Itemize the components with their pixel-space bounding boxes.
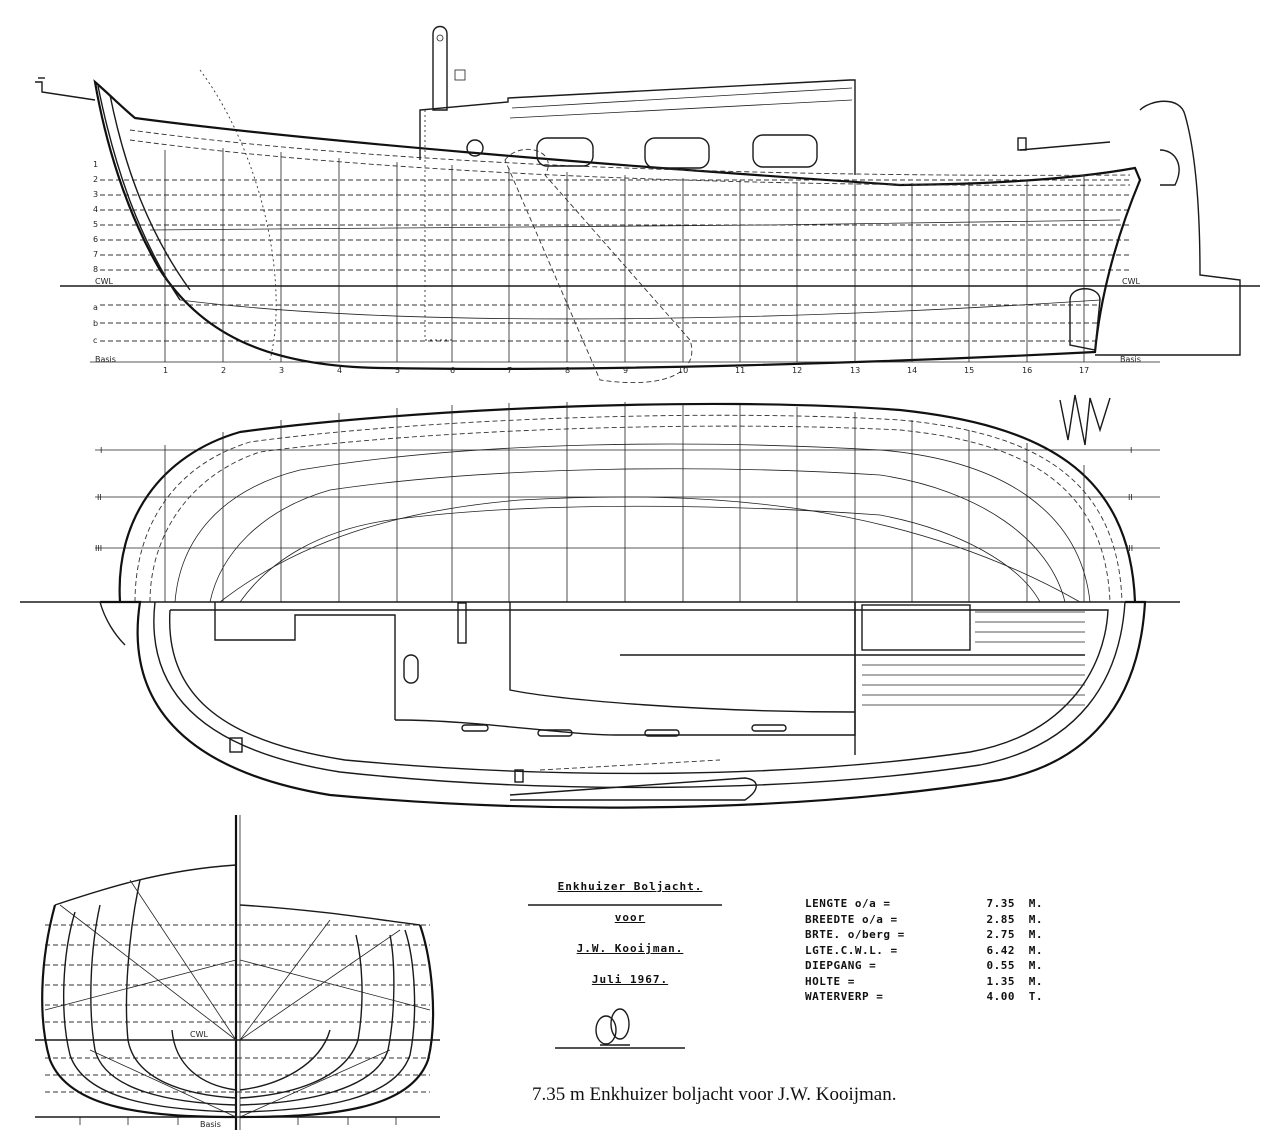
svg-text:7: 7 — [93, 250, 98, 259]
station-label: 7 — [507, 366, 512, 375]
profile-mast — [432, 25, 448, 111]
station-label: 13 — [850, 366, 860, 375]
plan-view: I II III I II III — [20, 402, 1180, 603]
title-line-3: J.W. Kooijman. — [576, 942, 684, 955]
profile-basis-label: Basis — [95, 355, 116, 364]
scribble-signature — [1059, 394, 1111, 446]
station-label: 9 — [623, 366, 628, 375]
profile-rudder — [1095, 100, 1241, 356]
station-label: 3 — [279, 366, 284, 375]
signature-mark — [595, 1008, 630, 1046]
svg-text:4: 4 — [93, 205, 98, 214]
station-label: 11 — [735, 366, 745, 375]
station-label: 4 — [337, 366, 342, 375]
svg-text:c: c — [93, 336, 97, 345]
svg-text:2: 2 — [93, 175, 98, 184]
station-label: 2 — [221, 366, 226, 375]
profile-hull-outline — [93, 79, 1142, 371]
station-label: 14 — [907, 366, 917, 375]
svg-text:I: I — [1130, 446, 1132, 455]
figure-caption: 7.35 m Enkhuizer boljacht voor J.W. Kooi… — [532, 1084, 897, 1105]
svg-text:5: 5 — [93, 220, 98, 229]
station-label: 5 — [395, 366, 400, 375]
buttock-label: III — [95, 544, 102, 553]
svg-text:II: II — [1128, 493, 1133, 502]
profile-stations — [164, 148, 1085, 362]
station-label: 16 — [1022, 366, 1032, 375]
svg-text:III: III — [1126, 544, 1133, 553]
profile-leeboard — [504, 148, 693, 384]
profile-view — [35, 25, 1260, 384]
plan-stations — [164, 402, 1085, 602]
svg-text:6: 6 — [93, 235, 98, 244]
profile-waterlines — [100, 179, 1130, 342]
body-plan-view: Basis CWL — [35, 815, 440, 1130]
profile-cabin — [419, 79, 856, 175]
svg-text:8: 8 — [93, 265, 98, 274]
deck-plan-view — [99, 600, 1147, 809]
svg-text:1: 1 — [93, 160, 98, 169]
station-label: 10 — [678, 366, 688, 375]
profile-cwl-label-right: CWL — [1122, 277, 1140, 286]
station-label: 15 — [964, 366, 974, 375]
title-line-2: voor — [614, 911, 646, 924]
station-label: 6 — [450, 366, 455, 375]
profile-cwl-label: CWL — [95, 277, 113, 286]
svg-text:3: 3 — [93, 190, 98, 199]
buttock-label: II — [97, 493, 102, 502]
station-label: 17 — [1079, 366, 1089, 375]
station-label: 8 — [565, 366, 570, 375]
body-basis-label: Basis — [200, 1120, 221, 1129]
buttock-label: I — [100, 446, 102, 455]
svg-text:b: b — [93, 319, 98, 328]
title-line-1: Enkhuizer Boljacht. — [557, 880, 703, 893]
body-cwl-label: CWL — [190, 1030, 208, 1039]
plan-sheer-outline — [118, 402, 1137, 603]
station-label: 1 — [163, 366, 168, 375]
profile-station-labels: 1 2 3 4 5 6 7 8 9 10 11 12 13 14 15 16 1… — [93, 160, 1141, 375]
title-block: Enkhuizer Boljacht. voor J.W. Kooijman. … — [510, 880, 750, 1004]
title-line-4: Juli 1967. — [591, 973, 669, 986]
svg-text:a: a — [93, 303, 98, 312]
deck-plan-hull — [100, 600, 1147, 809]
station-label: 12 — [792, 366, 802, 375]
profile-basis-label-right: Basis — [1120, 355, 1141, 364]
